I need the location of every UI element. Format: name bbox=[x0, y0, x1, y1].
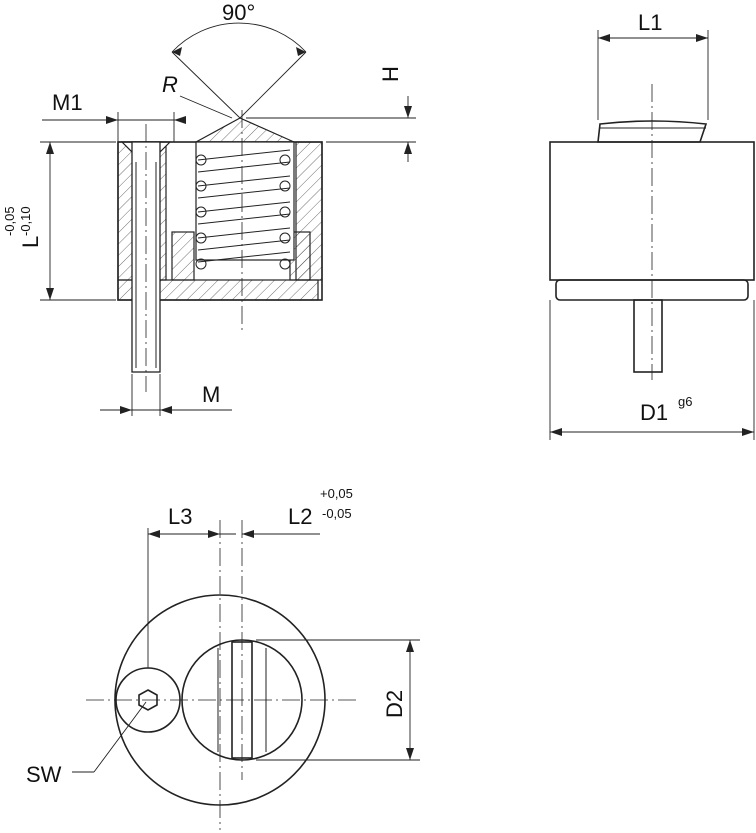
height-label: H bbox=[378, 66, 403, 82]
d1-fit-label: g6 bbox=[678, 394, 692, 409]
top-view bbox=[72, 520, 420, 830]
angle-label: 90° bbox=[222, 0, 255, 25]
angle-arc bbox=[171, 22, 307, 53]
plunger-cone bbox=[195, 117, 295, 143]
d2-label: D2 bbox=[382, 690, 407, 718]
l3-label: L3 bbox=[168, 504, 192, 529]
l2-tol-upper: +0,05 bbox=[320, 486, 353, 501]
l2-tol-lower: -0,05 bbox=[322, 506, 352, 521]
l1-label: L1 bbox=[638, 10, 662, 35]
side-plunger-tip bbox=[597, 120, 708, 143]
length-tol-lower: -0,10 bbox=[18, 206, 33, 236]
sw-label: SW bbox=[26, 762, 62, 787]
spring bbox=[195, 149, 291, 270]
section-view bbox=[40, 22, 416, 416]
side-view bbox=[549, 30, 755, 440]
radius-label: R bbox=[162, 72, 178, 97]
hex-socket-icon bbox=[138, 689, 158, 711]
m1-label: M1 bbox=[52, 90, 83, 115]
d1-label: D1 bbox=[640, 400, 668, 425]
m-label: M bbox=[202, 382, 220, 407]
inner-sleeve-left bbox=[171, 231, 195, 281]
side-screw bbox=[633, 299, 663, 373]
length-tol-upper: -0,05 bbox=[2, 206, 17, 236]
l2-label: L2 bbox=[288, 504, 312, 529]
length-label: L bbox=[18, 236, 43, 248]
